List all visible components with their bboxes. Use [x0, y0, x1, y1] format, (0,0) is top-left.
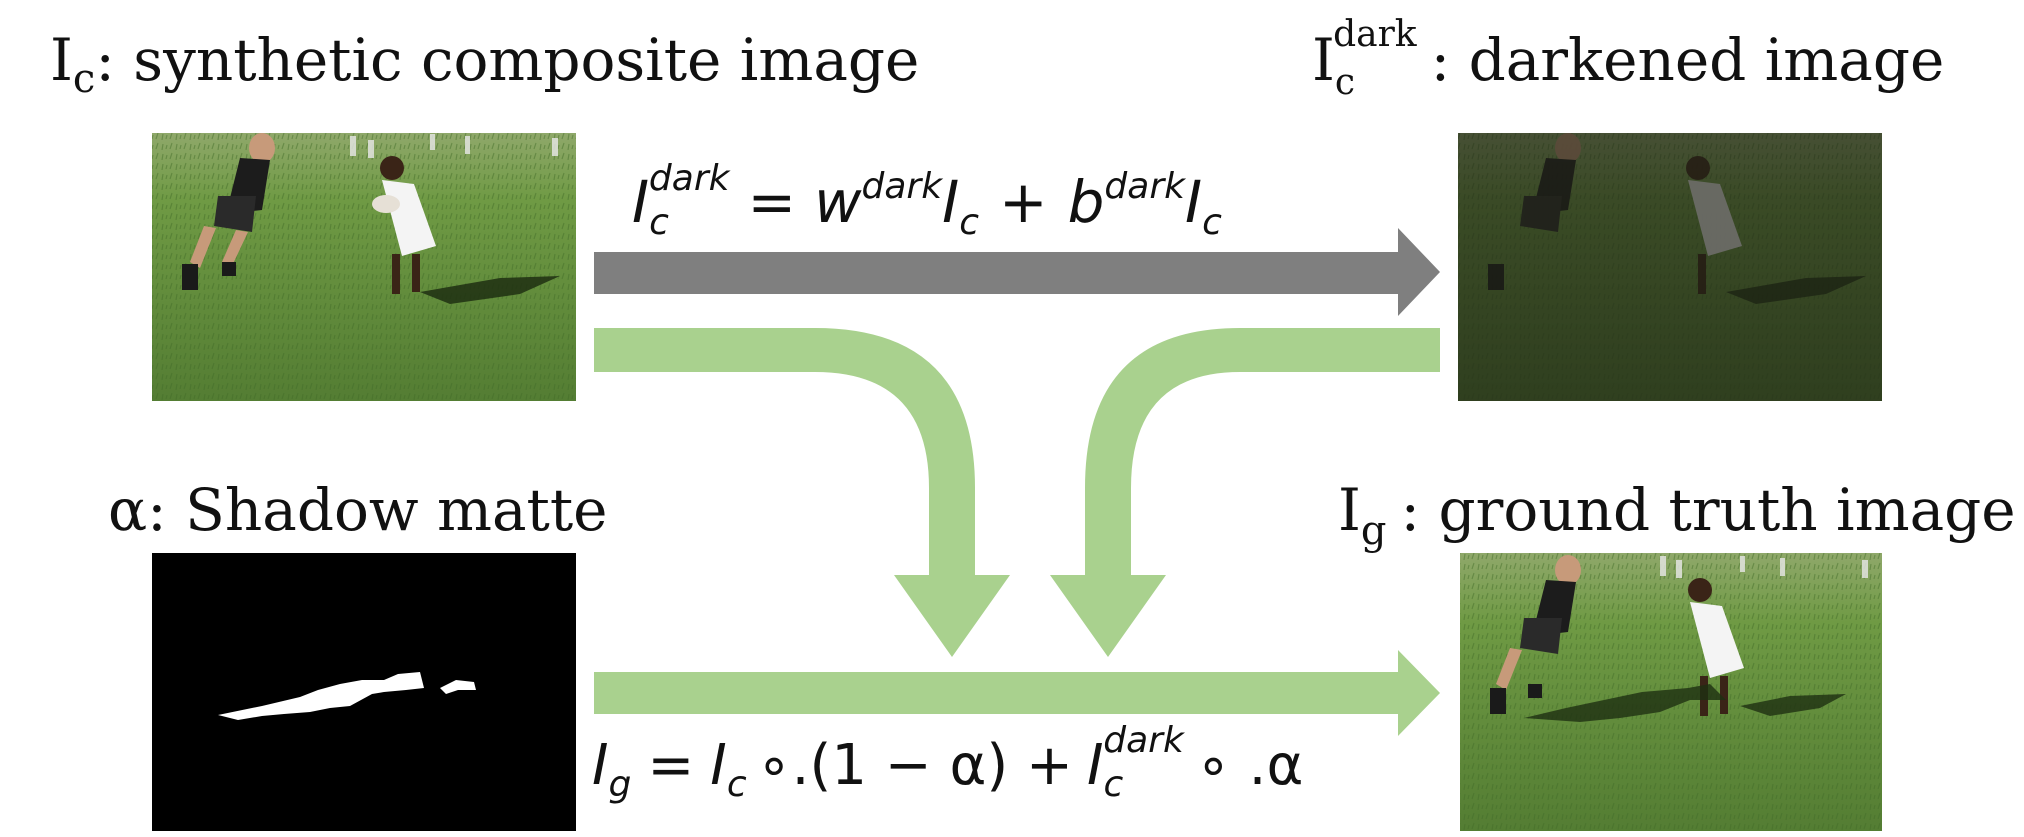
ground-truth-label: Ig: ground truth image	[1338, 476, 2016, 554]
composite-image	[152, 133, 576, 401]
shadow-matte-image	[152, 553, 576, 831]
player-man	[182, 133, 275, 290]
ground-truth-image	[1460, 553, 1882, 831]
darkening-formula: Icdark=wdarkIc+bdarkIc	[632, 158, 1222, 243]
darken-arrow	[594, 228, 1440, 316]
composite-to-ground-truth-curved-arrow	[594, 328, 1010, 657]
shadow-matte-label: α: Shadow matte	[108, 476, 607, 544]
ground-truth-formula: Ig=Ic∘.(1 − α) +Icdark∘ .α	[592, 720, 1303, 805]
darkened-image	[1458, 133, 1882, 401]
composite-image-label: Ic: synthetic composite image	[50, 26, 919, 102]
player-boy	[372, 156, 436, 294]
darkened-to-ground-truth-curved-arrow	[1050, 328, 1440, 657]
darkened-image-label: Icdark: darkened image	[1312, 14, 1944, 103]
matte-to-ground-truth-arrow	[594, 650, 1440, 736]
